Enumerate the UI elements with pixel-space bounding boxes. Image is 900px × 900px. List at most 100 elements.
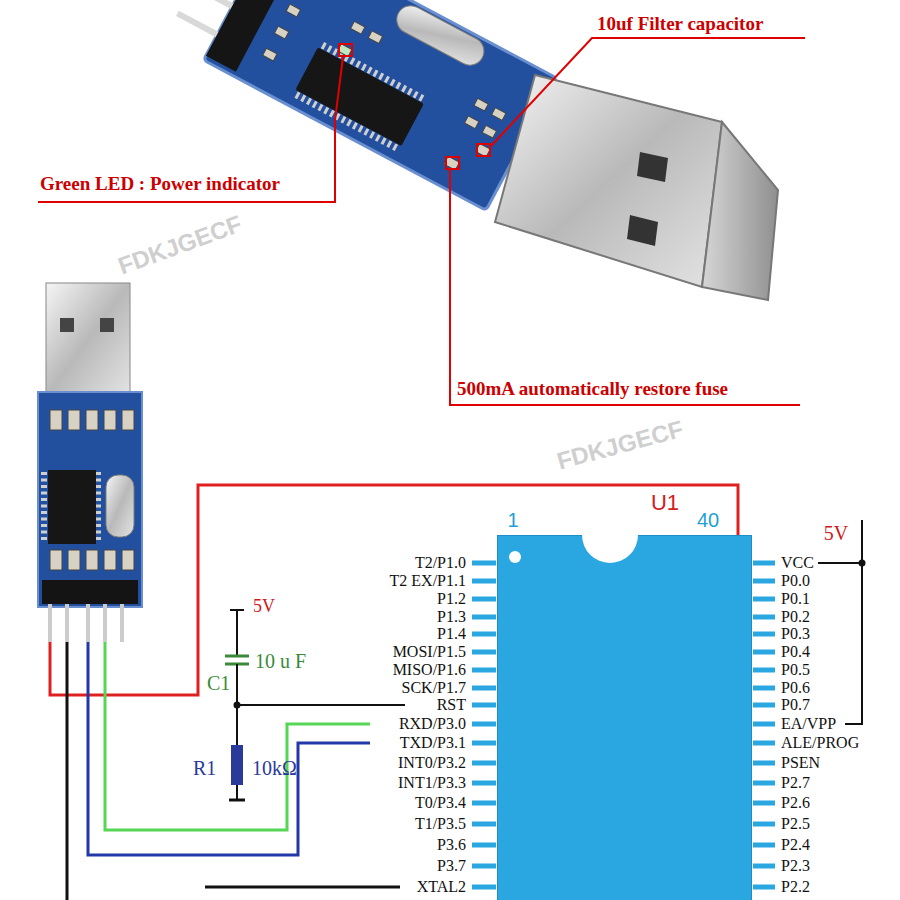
fuse [444,156,460,170]
txd-wire [88,642,370,855]
wire [236,610,238,656]
smd-part [351,21,365,34]
pin-number: 40 [697,509,719,532]
pin-name: XTAL2 [417,878,466,896]
pin-name: P0.2 [781,608,810,626]
component-value: 10 u F [255,650,306,673]
pin-name: RXD/P3.0 [399,715,466,733]
pin-name: P2.6 [781,794,810,812]
gnd-wire [66,642,69,900]
pin-name: EA/VPP [781,715,836,733]
pcb-board [38,392,142,607]
pin-name: T0/P3.4 [415,794,466,812]
pin-name: INT1/P3.3 [398,774,466,792]
pin-name: P0.5 [781,661,810,679]
usb-hole [637,152,668,182]
ic-body-outline [497,535,752,900]
smd-part [465,116,479,129]
usb-plug [495,75,722,287]
usb-hole [627,215,658,246]
pin-name: P0.7 [781,696,810,714]
pin-name: PSEN [781,754,820,772]
usb-plug [46,283,130,397]
pin-name: P0.1 [781,590,810,608]
pin-name: P3.6 [437,836,466,854]
ic-notch [582,535,638,563]
callout-text: 500mA automatically restore fuse [457,378,728,400]
smd-part [274,26,288,39]
smd-part [482,125,496,138]
pin-name: P1.2 [437,590,466,608]
capacitor-symbol [225,656,249,664]
rxd-wire [105,642,370,830]
rst-wire [237,704,405,706]
pin-name: RST [437,696,466,714]
reference-designator: R1 [193,757,216,780]
ground-bar [229,799,245,802]
leader-line [38,57,343,202]
callout-text: Green LED : Power indicator [40,173,280,195]
pin-name: INT0/P3.2 [398,754,466,772]
pin-name: T1/P3.5 [415,815,466,833]
ea-tie [845,520,862,724]
watermark: FDKJGECF [115,210,246,280]
part-reference: U1 [651,490,679,515]
wire [236,785,238,800]
component-value: 10kΩ [252,757,297,780]
pin-name: ALE/PROG [781,734,859,752]
leader-line [450,170,800,405]
crystal [106,475,134,537]
pin-name: P3.7 [437,857,466,875]
reference-designator: C1 [207,672,230,695]
pin-name: P2.7 [781,774,810,792]
pin-name: TXD/P3.1 [400,734,466,752]
pin-name: P0.0 [781,572,810,590]
usb-hole [100,318,114,332]
supply-label: 5V [824,522,848,545]
smd-part [263,48,277,61]
capacitor [475,144,490,158]
pin-name: P2.3 [781,857,810,875]
pin-header [42,580,138,604]
pin-name: P2.4 [781,836,810,854]
pin-name: MISO/P1.6 [393,661,466,679]
usb-hole [60,318,74,332]
ic-body [497,535,752,900]
resistor-symbol [231,745,243,785]
smd-part [474,98,488,111]
pin-name: P2.2 [781,878,810,896]
watermark: FDKJGECF [554,415,686,475]
pin-number: 1 [507,509,518,532]
pin-name: T2 EX/P1.1 [390,572,466,590]
pin-name: P1.4 [437,625,466,643]
junction-dot [859,560,866,567]
ic-pins-right [753,561,775,890]
pin-name: P0.4 [781,643,810,661]
led [338,44,352,57]
pin1-dot [509,551,521,563]
smd-part [286,4,300,17]
pin-name: P1.3 [437,608,466,626]
junction-dot [234,702,241,709]
highlight-box [477,144,490,156]
highlight-box [446,157,459,169]
usb-plug-end [702,122,778,300]
ic-chip: U1 [497,535,752,900]
ic-pins-left [472,561,496,890]
xtal-wire [205,886,400,889]
callout-text: 10uf Filter capacitor [597,13,763,35]
smd-part [492,108,506,121]
pin-name: MOSI/P1.5 [393,643,466,661]
chip-pins [296,45,423,148]
pin-header [206,0,302,72]
pin-name: P2.5 [781,815,810,833]
pin-name: P0.6 [781,679,810,697]
pin-name: VCC [781,554,814,572]
pin-name: T2/P1.0 [415,554,466,572]
crystal [392,1,489,70]
supply-label: 5V [253,596,275,617]
usb-serial-chip [48,470,96,544]
pin-name: P0.3 [781,625,810,643]
leader-line [491,38,805,146]
